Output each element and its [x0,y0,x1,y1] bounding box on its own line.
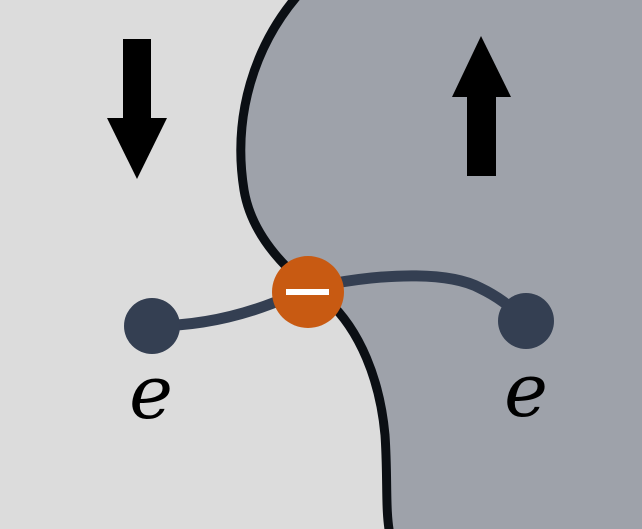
electron-left [124,298,180,354]
minus-charge-icon [272,256,344,328]
right-region [240,0,642,529]
spin-up-arrow-icon [452,36,511,176]
electron-label-right: e [504,348,548,434]
electron-right [498,293,554,349]
spin-down-arrow-icon [107,39,167,179]
electron-label-left: e [129,350,173,436]
